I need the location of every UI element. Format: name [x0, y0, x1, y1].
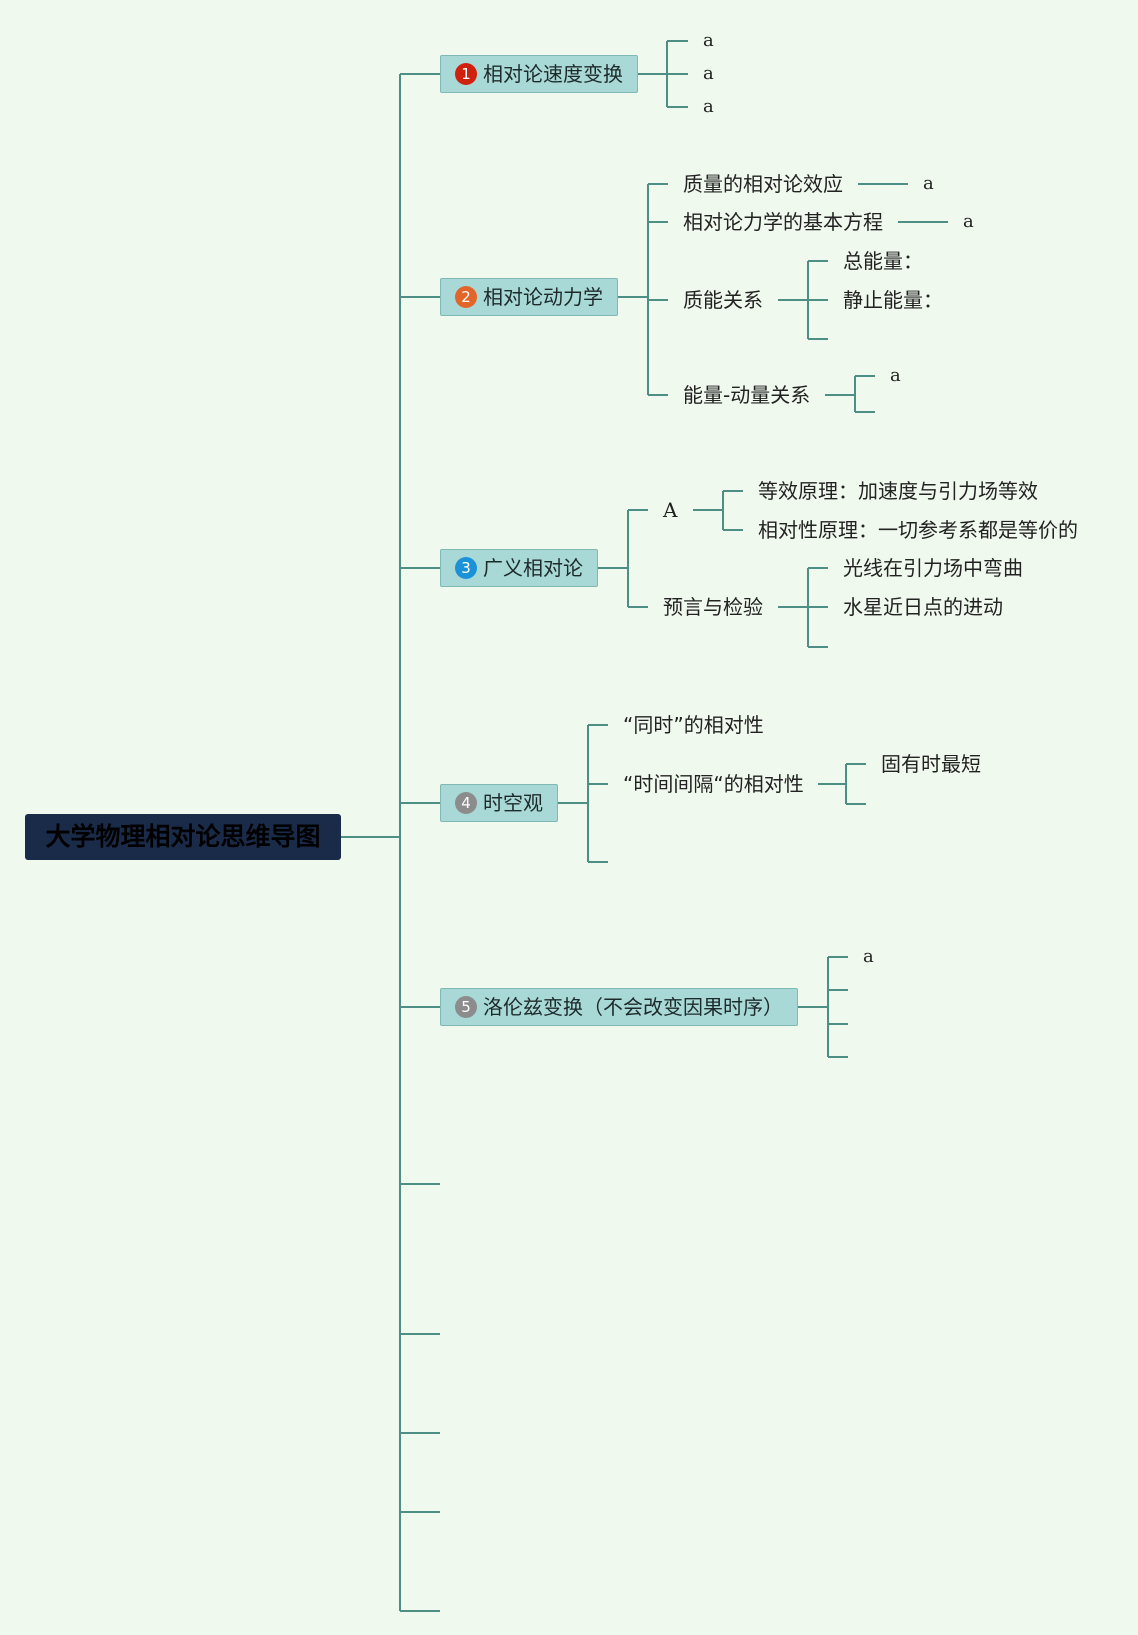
topic-4-label: 时空观 — [483, 791, 543, 815]
trunk-connector — [341, 73, 440, 1612]
leaf-node[interactable]: a — [703, 30, 714, 51]
number-badge-1: 1 — [455, 63, 477, 85]
subtopic-basic-equation[interactable]: 相对论力学的基本方程 — [683, 210, 883, 234]
topic-4[interactable]: 4 时空观 — [440, 784, 558, 822]
leaf-node[interactable]: a — [923, 173, 934, 194]
number-badge-2: 2 — [455, 286, 477, 308]
leaf-light-bending[interactable]: 光线在引力场中弯曲 — [843, 556, 1023, 580]
leaf-total-energy[interactable]: 总能量： — [843, 249, 923, 273]
subtopic-prediction[interactable]: 预言与检验 — [663, 595, 763, 619]
topic4-connector — [558, 724, 608, 863]
subtopic-A[interactable]: A — [663, 498, 678, 522]
leaf-rest-energy[interactable]: 静止能量： — [843, 288, 943, 312]
subtopic-energy-momentum[interactable]: 能量-动量关系 — [683, 383, 811, 407]
time-interval-connector — [818, 763, 866, 805]
leaf-node[interactable]: a — [703, 63, 714, 84]
leaf-mercury-precession[interactable]: 水星近日点的进动 — [843, 595, 1003, 619]
topic-2-label: 相对论动力学 — [483, 285, 603, 309]
number-badge-3: 3 — [455, 557, 477, 579]
topic-3-label: 广义相对论 — [483, 556, 583, 580]
mass-energy-connector — [778, 260, 828, 340]
subtopic-mass-effect[interactable]: 质量的相对论效应 — [683, 172, 843, 196]
topic-5[interactable]: 5 洛伦兹变换（不会改变因果时序） — [440, 988, 798, 1026]
subtopic-simultaneity[interactable]: “同时”的相对性 — [623, 713, 764, 737]
A-connector — [693, 490, 743, 531]
topic-3[interactable]: 3 广义相对论 — [440, 549, 598, 587]
subtopic-time-interval[interactable]: “时间间隔“的相对性 — [623, 772, 804, 796]
prediction-connector — [778, 567, 828, 648]
topic-2[interactable]: 2 相对论动力学 — [440, 278, 618, 316]
energy-momentum-connector — [825, 375, 875, 413]
topic2-connector — [618, 183, 668, 396]
topic5-connector — [798, 956, 848, 1058]
leaf-node[interactable]: a — [703, 96, 714, 117]
root-title[interactable]: 大学物理相对论思维导图 — [25, 814, 341, 860]
topic-1-label: 相对论速度变换 — [483, 62, 623, 86]
topic3-connector — [598, 509, 648, 608]
subtopic-mass-energy[interactable]: 质能关系 — [683, 288, 763, 312]
leaf-proper-time[interactable]: 固有时最短 — [881, 752, 981, 776]
topic-1[interactable]: 1 相对论速度变换 — [440, 55, 638, 93]
number-badge-4: 4 — [455, 792, 477, 814]
leaf-node[interactable]: a — [963, 211, 974, 232]
leaf-equivalence-principle[interactable]: 等效原理：加速度与引力场等效 — [758, 479, 1038, 503]
leaf-node[interactable]: a — [890, 365, 901, 386]
leaf-relativity-principle[interactable]: 相对性原理：一切参考系都是等价的 — [758, 518, 1078, 542]
number-badge-5: 5 — [455, 996, 477, 1018]
topic1-connector — [638, 40, 688, 108]
topic-5-label: 洛伦兹变换（不会改变因果时序） — [483, 995, 783, 1019]
leaf-node[interactable]: a — [863, 946, 874, 967]
